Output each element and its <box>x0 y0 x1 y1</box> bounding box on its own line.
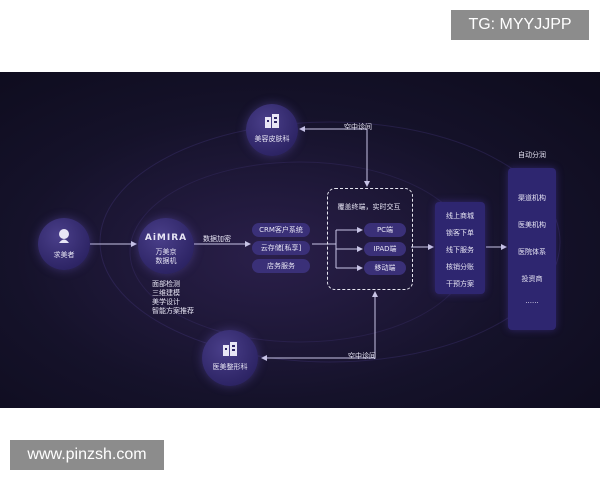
node-medical-plastic <box>202 330 258 386</box>
service-item: 干预方案 <box>446 280 474 288</box>
watermark-top: TG: MYYJJPP <box>451 10 589 40</box>
system-pill-cloud: 云存储[私享] <box>252 241 310 255</box>
profit-box <box>508 168 556 330</box>
node-medical-plastic-label: 医美整形科 <box>212 363 248 371</box>
auto-split-label: 自动分润 <box>518 151 546 159</box>
building-icon <box>265 114 279 128</box>
aimira-logo: AiMIRA <box>144 233 188 243</box>
profit-item: ...... <box>525 297 539 305</box>
air-consult-top-label: 空中诊间 <box>344 123 372 131</box>
node-beauty-skin <box>246 104 298 156</box>
system-pill-crm: CRM客户系统 <box>252 223 310 237</box>
air-consult-bottom-label: 空中诊间 <box>348 352 376 360</box>
aimira-name-line1: 万美京 <box>155 248 177 256</box>
node-aimira <box>138 218 194 274</box>
profit-item: 医美机构 <box>518 221 546 229</box>
terminal-box <box>327 188 413 290</box>
terminal-mobile: 移动端 <box>364 261 406 275</box>
system-pill-store: 店务服务 <box>252 259 310 273</box>
service-item: 锁客下单 <box>446 229 474 237</box>
user-head-icon <box>59 229 69 243</box>
node-customer-label: 求美者 <box>53 251 75 259</box>
profit-item: 医院体系 <box>518 248 546 256</box>
aimira-name-line2: 数据机 <box>155 257 177 265</box>
profit-item: 投资商 <box>521 275 543 283</box>
service-item: 核销分账 <box>446 263 474 271</box>
coverage-label: 覆盖终端，实时交互 <box>337 203 401 211</box>
aimira-feature: 美学设计 <box>152 298 180 306</box>
node-customer <box>38 218 90 270</box>
aimira-feature: 三维建模 <box>152 289 180 297</box>
service-item: 线下服务 <box>446 246 474 254</box>
aimira-feature: 面部检测 <box>152 280 180 288</box>
building-icon <box>223 342 237 356</box>
data-encrypt-label: 数据加密 <box>203 235 231 243</box>
diagram-panel: 美容皮肤科 空中诊间 求美者 AiMIRA 万美京 数据机 面部检测 三维建模 … <box>0 72 600 408</box>
services-box <box>435 202 485 294</box>
service-item: 线上商城 <box>446 212 474 220</box>
terminal-ipad: IPAD端 <box>364 242 406 256</box>
terminal-pc: PC端 <box>364 223 406 237</box>
watermark-bottom: www.pinzsh.com <box>10 440 164 470</box>
connector-lines <box>90 121 561 363</box>
profit-item: 渠道机构 <box>518 194 546 202</box>
aimira-feature: 智能方案推荐 <box>152 307 194 315</box>
node-beauty-skin-label: 美容皮肤科 <box>254 135 290 143</box>
